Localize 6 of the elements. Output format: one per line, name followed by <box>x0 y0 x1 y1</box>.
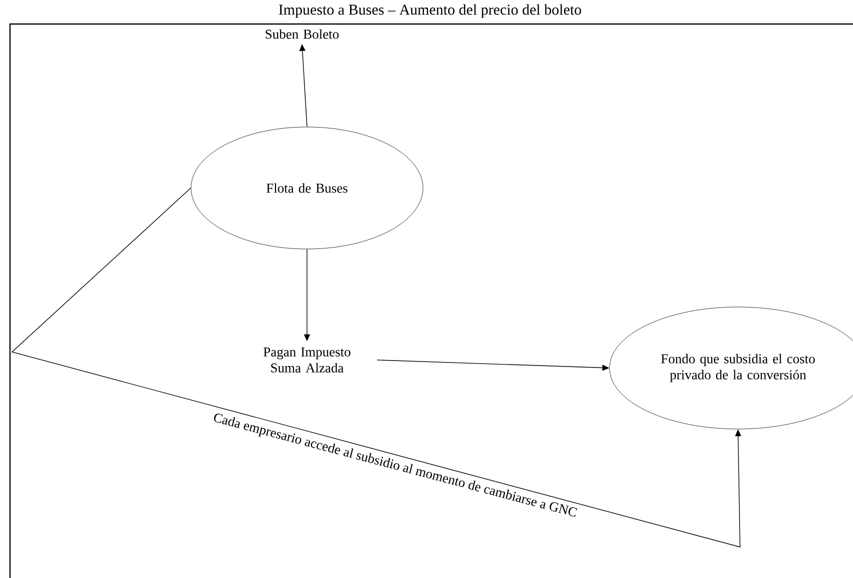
edge-label: Cada empresario accede al subsidio al momento de cambiarse a GNC <box>214 414 578 517</box>
arrow <box>11 188 742 548</box>
ellipse-node: Flota de Buses <box>190 126 424 250</box>
node-text: Suben Boleto <box>266 29 339 39</box>
title: Impuesto a Buses – Aumento del precio del boleto <box>277 3 583 19</box>
node-text: Pagan Impuesto Suma Alzada <box>264 348 350 372</box>
